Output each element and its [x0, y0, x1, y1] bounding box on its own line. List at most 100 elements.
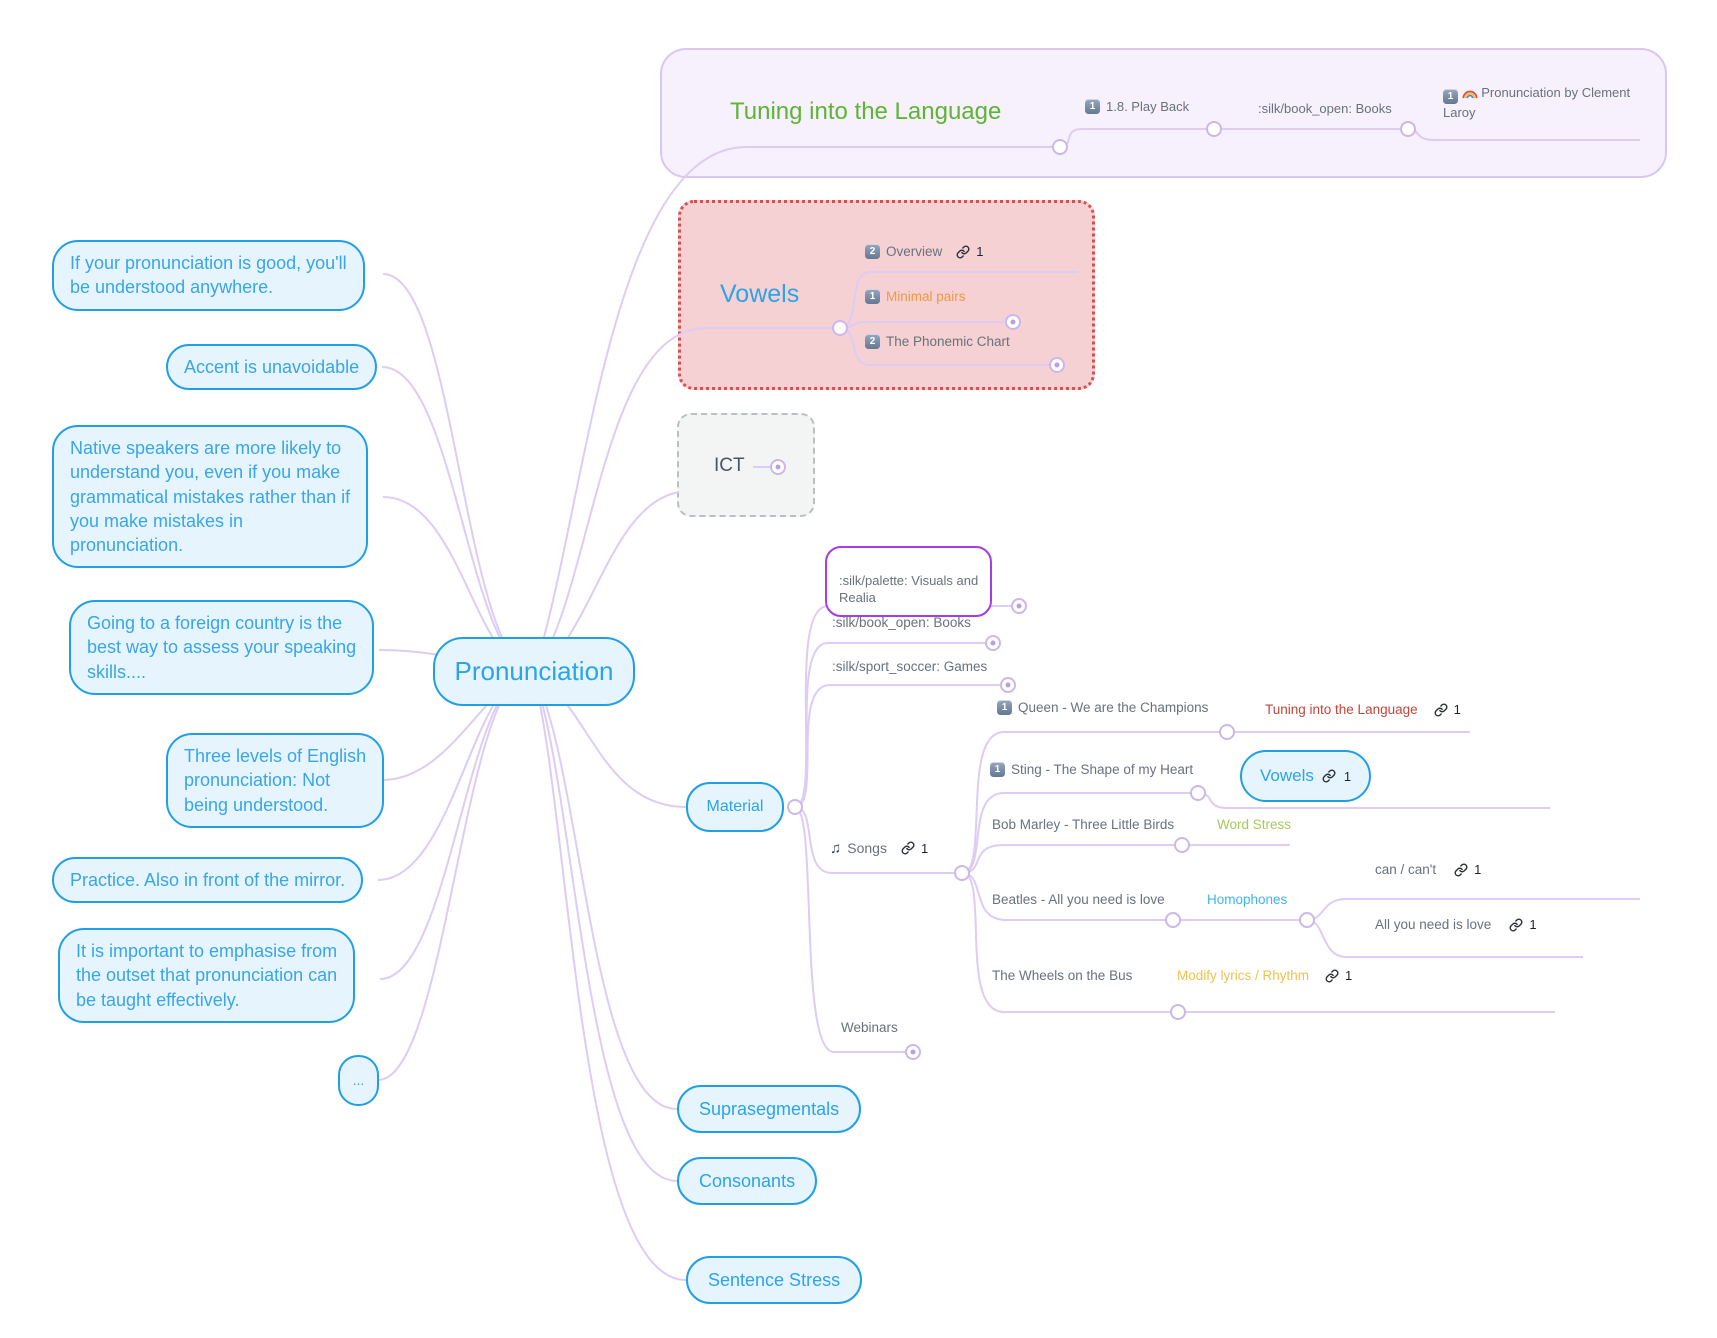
junction-dot[interactable]	[1190, 785, 1206, 801]
node-beatles[interactable]: Beatles - All you need is love	[992, 892, 1165, 907]
root-node[interactable]: Pronunciation	[433, 637, 635, 706]
link-tuning-into-the-language[interactable]: Tuning into the Language 1	[1265, 702, 1461, 717]
node-label: Webinars	[841, 1020, 898, 1035]
topic-ict[interactable]: ICT	[714, 455, 745, 477]
node-phonemic-chart[interactable]: 2 The Phonemic Chart	[865, 334, 1010, 349]
link-label: Homophones	[1207, 892, 1288, 907]
topic-sentence-stress[interactable]: Sentence Stress	[686, 1256, 863, 1304]
node-label: Pronunciation by Clement Laroy	[1443, 85, 1631, 121]
node-queen[interactable]: 1 Queen - We are the Champions	[997, 700, 1208, 715]
link-icon[interactable]	[1322, 769, 1336, 783]
edge	[532, 673, 687, 1281]
link-icon[interactable]	[956, 245, 970, 259]
node-minimal-pairs[interactable]: 1 Minimal pairs	[865, 289, 966, 304]
node-label: :silk/book_open: Books	[832, 615, 971, 630]
edge	[532, 673, 678, 1110]
node-label: The Phonemic Chart	[886, 334, 1010, 349]
topic-suprasegmentals[interactable]: Suprasegmentals	[677, 1085, 862, 1133]
note-bubble-ellipsis[interactable]: ...	[338, 1055, 379, 1106]
note-bubble[interactable]: Going to a foreign country is the best w…	[69, 600, 375, 695]
note-text: ...	[352, 1072, 365, 1089]
junction-dot[interactable]	[1219, 724, 1235, 740]
topic-vowels[interactable]: Vowels	[720, 280, 799, 309]
node-can-cant[interactable]: can / can't 1	[1375, 862, 1481, 877]
topic-title: Vowels	[720, 280, 800, 308]
note-bubble[interactable]: Native speakers are more likely to under…	[52, 425, 369, 569]
note-bubble[interactable]: It is important to emphasise from the ou…	[58, 928, 356, 1023]
node-visuals-realia[interactable]: :silk/palette: Visuals and Realia	[825, 546, 993, 617]
node-sting[interactable]: 1 Sting - The Shape of my Heart	[990, 762, 1193, 777]
node-games[interactable]: :silk/sport_soccer: Games	[832, 659, 987, 674]
collapse-toggle[interactable]	[770, 459, 786, 475]
note-bubble[interactable]: Accent is unavoidable	[166, 344, 378, 391]
junction-dot[interactable]	[832, 320, 848, 336]
node-bob-marley[interactable]: Bob Marley - Three Little Birds	[992, 817, 1174, 832]
node-label: :silk/palette: Visuals and Realia	[839, 572, 979, 605]
collapse-toggle[interactable]	[1005, 314, 1021, 330]
junction-dot[interactable]	[1165, 912, 1181, 928]
link-count: 1	[1343, 768, 1352, 784]
junction-dot[interactable]	[787, 799, 803, 815]
link-count: 1	[1529, 917, 1537, 932]
link-count: 1	[1453, 702, 1461, 717]
node-songs[interactable]: ♫ Songs 1	[830, 840, 928, 856]
link-node-vowels[interactable]: Vowels 1	[1240, 750, 1372, 802]
junction-dot[interactable]	[954, 865, 970, 881]
junction-dot[interactable]	[1299, 912, 1315, 928]
topic-tuning-into-the-language[interactable]: Tuning into the Language	[730, 98, 1001, 126]
link-label: Word Stress	[1217, 817, 1292, 832]
collapse-toggle[interactable]	[1000, 677, 1016, 693]
edge	[532, 146, 1060, 675]
link-modify-lyrics-rhythm[interactable]: Modify lyrics / Rhythm 1	[1177, 968, 1352, 983]
junction-dot[interactable]	[1174, 837, 1190, 853]
collapse-toggle[interactable]	[1049, 357, 1065, 373]
node-overview[interactable]: 2 Overview 1	[865, 244, 984, 259]
edge	[532, 327, 840, 675]
link-label: Vowels	[1260, 766, 1314, 785]
topic-title: Sentence Stress	[708, 1269, 841, 1290]
numbered-badge: 2	[865, 334, 880, 349]
node-all-you-need-is-love[interactable]: All you need is love 1	[1375, 917, 1537, 932]
edge	[961, 731, 1470, 874]
collapse-toggle[interactable]	[905, 1044, 921, 1060]
note-bubble[interactable]: Practice. Also in front of the mirror.	[52, 857, 364, 904]
node-label: Queen - We are the Champions	[1018, 700, 1209, 715]
node-wheels-on-the-bus[interactable]: The Wheels on the Bus	[992, 968, 1132, 983]
vowels-group-box	[678, 200, 1095, 390]
link-word-stress[interactable]: Word Stress	[1217, 817, 1291, 832]
edge	[379, 672, 534, 980]
collapse-toggle[interactable]	[985, 635, 1001, 651]
junction-dot[interactable]	[1206, 121, 1222, 137]
node-label: Overview	[886, 244, 943, 259]
note-text: Three levels of English pronunciation: N…	[184, 746, 367, 815]
node-books[interactable]: :silk/book_open: Books	[832, 615, 971, 630]
note-text: Going to a foreign country is the best w…	[87, 613, 357, 682]
link-icon[interactable]	[1434, 703, 1448, 717]
topic-material[interactable]: Material	[686, 782, 784, 832]
junction-dot[interactable]	[1170, 1004, 1186, 1020]
note-bubble[interactable]: If your pronunciation is good, you'll be…	[52, 240, 365, 311]
node-laroy[interactable]: 1 Pronunciation by Clement Laroy	[1443, 84, 1643, 122]
junction-dot[interactable]	[1400, 121, 1416, 137]
link-count: 1	[1345, 968, 1353, 983]
link-icon[interactable]	[1509, 918, 1523, 932]
note-text: It is important to emphasise from the ou…	[76, 941, 338, 1010]
node-play-back[interactable]: 1 1.8. Play Back	[1085, 99, 1189, 114]
edge	[532, 673, 678, 1182]
edge	[961, 792, 1198, 874]
link-icon[interactable]	[1325, 969, 1339, 983]
edge	[382, 273, 534, 675]
node-webinars[interactable]: Webinars	[841, 1020, 898, 1035]
note-bubble[interactable]: Three levels of English pronunciation: N…	[166, 733, 385, 828]
collapse-toggle[interactable]	[1011, 598, 1027, 614]
edge	[1407, 128, 1640, 141]
link-homophones[interactable]: Homophones	[1207, 892, 1287, 907]
topic-consonants[interactable]: Consonants	[677, 1157, 818, 1205]
node-books-top[interactable]: :silk/book_open: Books	[1258, 101, 1392, 116]
node-label: Bob Marley - Three Little Birds	[992, 817, 1175, 832]
link-icon[interactable]	[901, 841, 915, 855]
junction-dot[interactable]	[1052, 139, 1068, 155]
link-icon[interactable]	[1454, 863, 1468, 877]
note-text: Native speakers are more likely to under…	[70, 438, 351, 556]
